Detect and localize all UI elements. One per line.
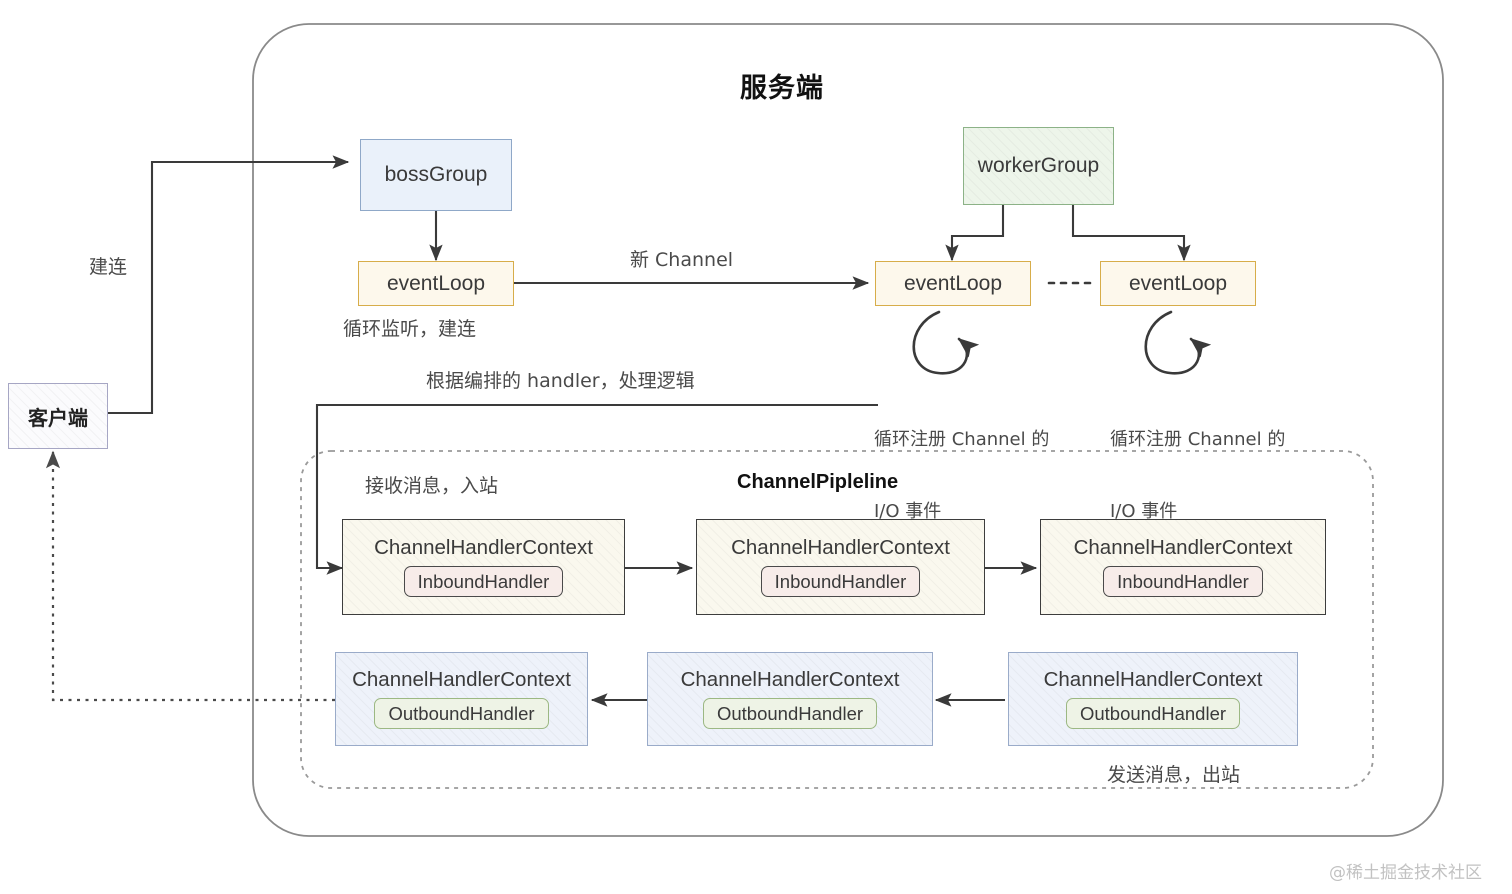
boss-group-node[interactable]: bossGroup bbox=[360, 139, 512, 211]
worker-event-loop-1-node[interactable]: eventLoop bbox=[875, 261, 1031, 306]
worker-group-node[interactable]: workerGroup bbox=[963, 127, 1114, 205]
inbound-context-1-title: ChannelHandlerContext bbox=[374, 535, 593, 559]
inbound-context-1[interactable]: ChannelHandlerContext InboundHandler bbox=[342, 519, 625, 615]
worker-event-loop-1-label: eventLoop bbox=[903, 271, 1003, 295]
client-label: 客户端 bbox=[28, 405, 88, 430]
worker-note-2-line2: I/O 事件 bbox=[1110, 501, 1178, 523]
outbound-note: 发送消息，出站 bbox=[1107, 764, 1241, 786]
worker-note-1-line2: I/O 事件 bbox=[874, 501, 942, 523]
page-title: 服务端 bbox=[740, 73, 824, 104]
pipeline-title: ChannelPipleline bbox=[737, 471, 899, 493]
inbound-context-3[interactable]: ChannelHandlerContext InboundHandler bbox=[1040, 519, 1326, 615]
outbound-handler-1[interactable]: OutboundHandler bbox=[374, 698, 549, 730]
boss-group-label: bossGroup bbox=[384, 163, 488, 186]
boss-event-loop-label: eventLoop bbox=[386, 271, 486, 295]
outbound-context-3[interactable]: ChannelHandlerContext OutboundHandler bbox=[1008, 652, 1298, 746]
outbound-handler-3[interactable]: OutboundHandler bbox=[1065, 698, 1241, 730]
inbound-context-2[interactable]: ChannelHandlerContext InboundHandler bbox=[696, 519, 985, 615]
inbound-handler-1[interactable]: InboundHandler bbox=[403, 566, 564, 598]
outbound-context-2[interactable]: ChannelHandlerContext OutboundHandler bbox=[647, 652, 933, 746]
handler-logic-note: 根据编排的 handler，处理逻辑 bbox=[426, 370, 695, 392]
inbound-handler-2[interactable]: InboundHandler bbox=[760, 566, 921, 598]
worker-note-2-line1: 循环注册 Channel 的 bbox=[1110, 428, 1286, 450]
inbound-note: 接收消息，入站 bbox=[365, 475, 499, 497]
outbound-context-1-title: ChannelHandlerContext bbox=[352, 667, 571, 691]
inbound-handler-3[interactable]: InboundHandler bbox=[1103, 566, 1263, 598]
worker-note-1: 循环注册 Channel 的 I/O 事件 bbox=[874, 379, 1049, 573]
worker-event-loop-2-node[interactable]: eventLoop bbox=[1100, 261, 1256, 306]
worker-event-loop-2-label: eventLoop bbox=[1128, 271, 1228, 295]
boss-event-loop-node[interactable]: eventLoop bbox=[358, 261, 514, 306]
client-node[interactable]: 客户端 bbox=[8, 383, 108, 449]
inbound-context-2-title: ChannelHandlerContext bbox=[731, 535, 950, 559]
outbound-handler-2[interactable]: OutboundHandler bbox=[702, 698, 878, 730]
worker-group-label: workerGroup bbox=[977, 154, 1100, 177]
worker-note-1-line1: 循环注册 Channel 的 bbox=[874, 428, 1050, 450]
edge-label-connect: 建连 bbox=[89, 256, 128, 278]
worker-note-2: 循环注册 Channel 的 I/O 事件 bbox=[1110, 379, 1285, 573]
outbound-context-3-title: ChannelHandlerContext bbox=[1043, 667, 1263, 691]
outbound-context-1[interactable]: ChannelHandlerContext OutboundHandler bbox=[335, 652, 588, 746]
edge-label-new-channel: 新 Channel bbox=[630, 249, 734, 271]
boss-loop-note: 循环监听，建连 bbox=[343, 318, 477, 340]
watermark: @稀土掘金技术社区 bbox=[1329, 863, 1482, 883]
inbound-context-3-title: ChannelHandlerContext bbox=[1073, 535, 1293, 559]
outbound-context-2-title: ChannelHandlerContext bbox=[680, 667, 900, 691]
